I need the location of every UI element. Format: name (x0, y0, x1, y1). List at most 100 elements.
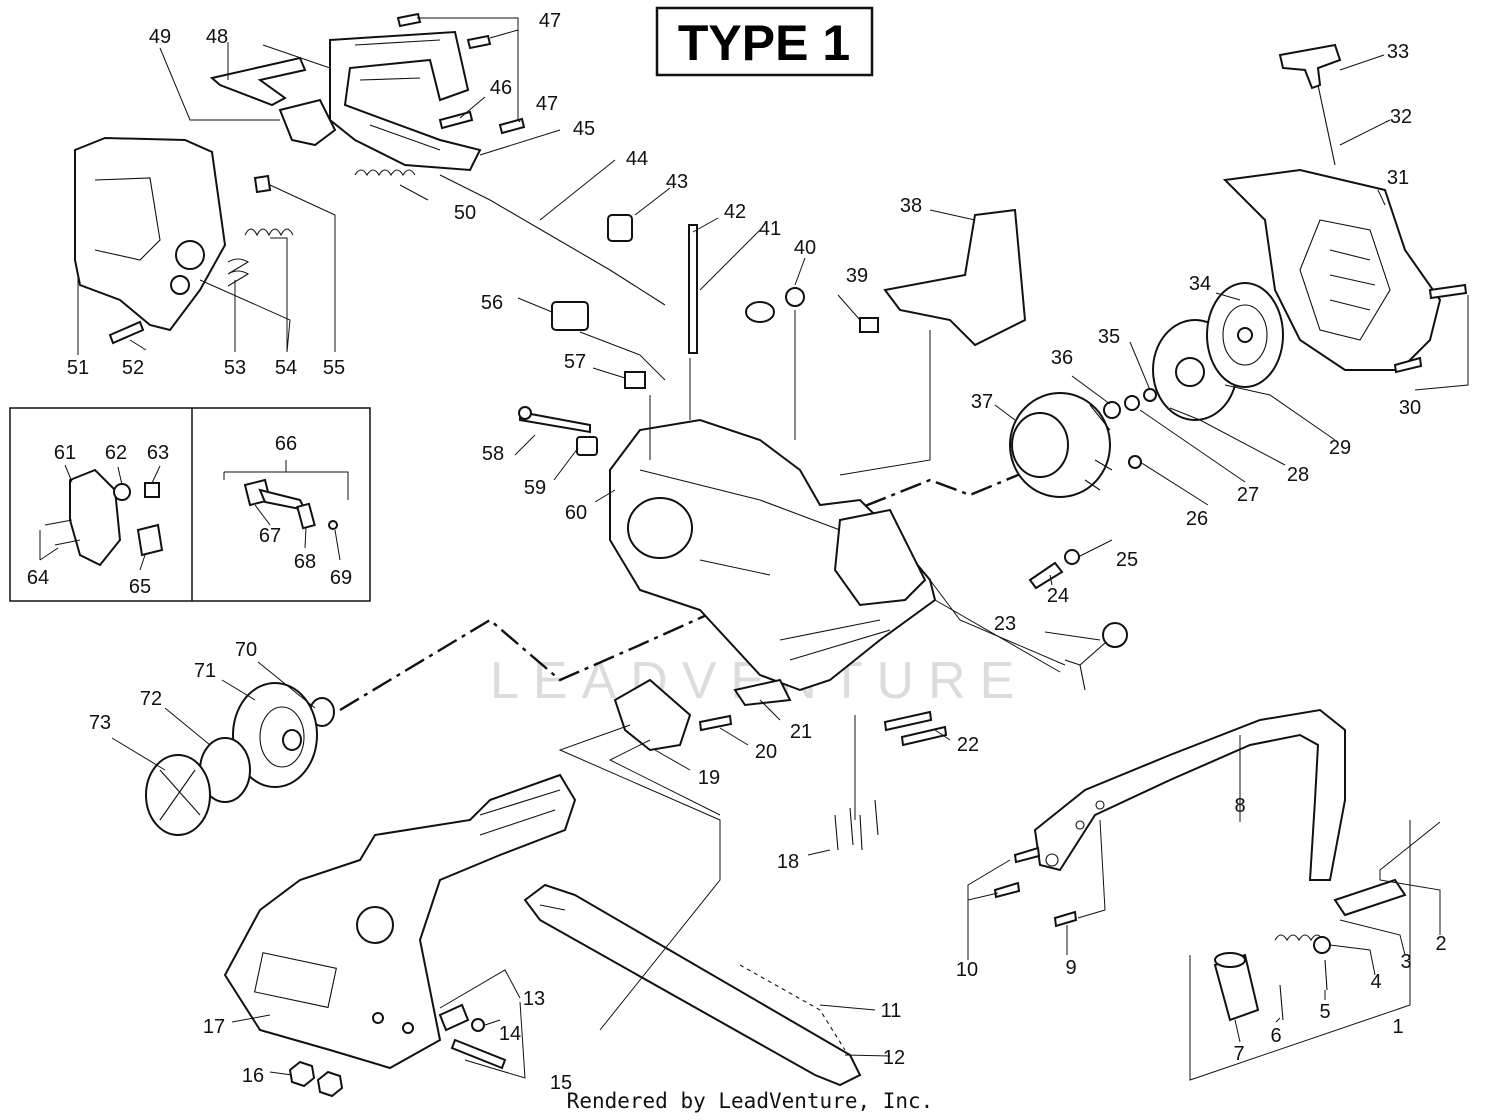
callout-16: 16 (242, 1065, 264, 1087)
starter-handle-part (1278, 43, 1342, 90)
callout-63: 63 (147, 442, 169, 464)
bolt-15-part (450, 1038, 507, 1070)
callout-39: 39 (846, 265, 868, 287)
callout-58: 58 (482, 443, 504, 465)
callout-69: 69 (330, 567, 352, 589)
callout-4: 4 (1370, 971, 1381, 993)
callout-6: 6 (1270, 1025, 1281, 1047)
front-guard-part (74, 136, 227, 332)
callout-56: 56 (481, 292, 503, 314)
callout-40: 40 (794, 237, 816, 259)
alignment-line-flywheel (829, 468, 1031, 522)
inset-oil-pump-part (44, 468, 164, 567)
leader-lines (39, 17, 1469, 1081)
part-57 (624, 371, 646, 389)
callout-9: 9 (1065, 957, 1076, 979)
callout-1: 1 (1392, 1016, 1403, 1038)
bolt-55-part (253, 174, 272, 194)
bolt-46-part (438, 110, 474, 130)
callout-12: 12 (883, 1047, 905, 1069)
washer-4-part (1313, 936, 1331, 954)
callout-32: 32 (1390, 106, 1412, 128)
plate-19-part (613, 678, 692, 752)
callout-48: 48 (206, 26, 228, 48)
nut-27-part (1124, 395, 1140, 411)
side-cover-part (223, 773, 577, 1070)
callout-64: 64 (27, 567, 49, 589)
callout-43: 43 (666, 171, 688, 193)
callout-59: 59 (524, 477, 546, 499)
clutch-73-part (145, 754, 211, 836)
washer-36-part (1103, 401, 1121, 419)
bracket-38-part (883, 208, 1027, 347)
part-25 (1064, 549, 1080, 565)
nut-16-part (288, 1060, 316, 1088)
throttle-lever-part (209, 56, 307, 107)
callout-10: 10 (956, 959, 978, 981)
callout-65: 65 (129, 576, 151, 598)
callout-13: 13 (523, 988, 545, 1010)
spring-53-part (227, 258, 250, 287)
callout-35: 35 (1098, 326, 1120, 348)
rear-handle-part (329, 30, 482, 172)
callout-46: 46 (490, 77, 512, 99)
callout-62: 62 (105, 442, 127, 464)
callout-17: 17 (203, 1016, 225, 1038)
callout-61: 61 (54, 442, 76, 464)
throttle-cable-part (439, 174, 666, 306)
screw-5-part (1324, 959, 1328, 991)
callout-51: 51 (67, 357, 89, 379)
callout-27: 27 (1237, 484, 1259, 506)
part-14 (471, 1018, 485, 1032)
callout-labels: 1 2 3 4 5 6 7 8 9 10 11 12 13 14 15 16 1… (27, 10, 1447, 1094)
crankcase-part (609, 418, 937, 692)
callout-49: 49 (149, 26, 171, 48)
callout-68: 68 (294, 551, 316, 573)
bolt-52-part (108, 320, 145, 345)
callout-71: 71 (194, 660, 216, 682)
callout-11: 11 (881, 1000, 902, 1022)
screw-6-part (1279, 984, 1284, 1021)
inset-panel (9, 407, 371, 602)
starter-cord-part (1317, 84, 1336, 166)
callout-52: 52 (122, 357, 144, 379)
washer-35-part (1143, 388, 1157, 402)
bolt-22-part (883, 710, 933, 732)
footer-credit: Rendered by LeadVenture, Inc. (567, 1089, 934, 1113)
filter-39-part (859, 317, 879, 333)
spring-54-part (244, 228, 294, 237)
bolt-47-part (396, 12, 422, 28)
inset-oil-line-part (243, 478, 338, 530)
part-13 (438, 1003, 470, 1032)
callout-8: 8 (1234, 795, 1245, 817)
callout-38: 38 (900, 195, 922, 217)
bolt-10-part (1013, 846, 1041, 864)
callout-72: 72 (140, 688, 162, 710)
callout-66: 66 (275, 433, 297, 455)
spark-plug-24-part (1028, 561, 1064, 590)
callout-45: 45 (573, 118, 595, 140)
bolt-30-part (1428, 283, 1468, 300)
callout-73: 73 (89, 712, 111, 734)
trigger-part (278, 98, 337, 147)
saw-chain-part (739, 964, 846, 1051)
starter-housing-part (1222, 168, 1442, 371)
plate-21-part (733, 678, 792, 707)
callout-29: 29 (1329, 437, 1351, 459)
clutch-drum-71-part (232, 682, 318, 788)
callout-3: 3 (1400, 951, 1411, 973)
title-box: TYPE 1 (655, 6, 874, 77)
spring-50-part (354, 169, 416, 177)
bolt-9-part (1053, 910, 1078, 928)
part-23 (1064, 622, 1128, 691)
part-59 (576, 436, 598, 456)
callout-47-top: 47 (539, 10, 561, 32)
pin-42-part (688, 224, 698, 354)
plate-2-part (1333, 878, 1407, 917)
callout-33: 33 (1387, 41, 1409, 63)
guide-bar-part (523, 883, 862, 1087)
callout-18: 18 (777, 851, 799, 873)
cap-40-part (745, 301, 775, 323)
callout-36: 36 (1051, 347, 1073, 369)
